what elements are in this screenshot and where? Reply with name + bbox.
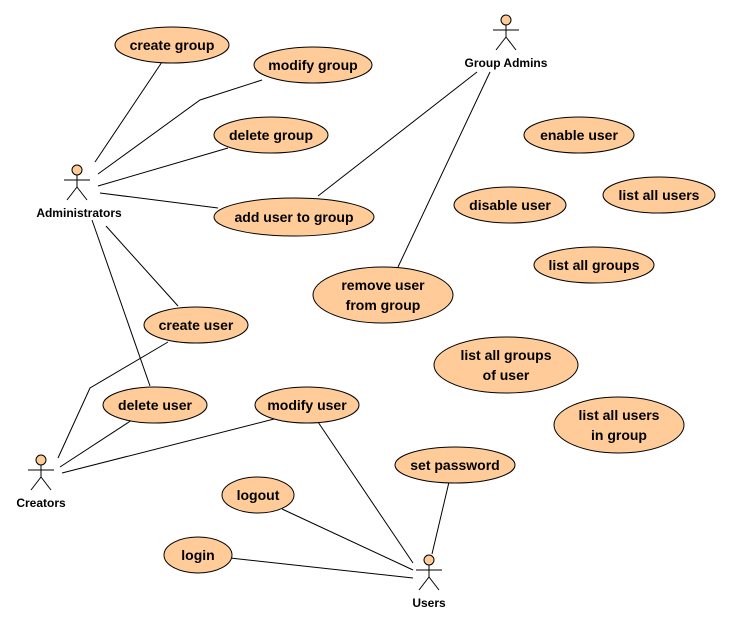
usecase-label: set password (410, 457, 499, 473)
usecase-add-user-to-group: add user to group (213, 197, 375, 237)
actor-administrators: Administrators (36, 164, 122, 220)
usecase-create-group: create group (114, 26, 230, 64)
usecase-ellipse (221, 476, 295, 514)
usecase-logout: logout (221, 476, 295, 514)
usecase-label: modify user (267, 397, 347, 413)
usecase-modify-user: modify user (254, 386, 360, 424)
usecase-label: create group (130, 37, 215, 53)
usecase-ellipse (533, 246, 655, 284)
associations (57, 61, 491, 579)
assoc-administrators-modify-group (97, 79, 263, 175)
usecase-list-all-groups: list all groups (533, 246, 655, 284)
usecase-label: of user (483, 367, 530, 383)
actor-users: Users (412, 554, 446, 610)
usecase-remove-user-from-group: remove user from group (312, 266, 454, 324)
assoc-creators-modify-user (61, 416, 283, 474)
usecase-ellipse (394, 446, 516, 484)
usecase-ellipse (114, 26, 230, 64)
usecase-ellipse (102, 386, 208, 424)
usecase-ellipse (213, 116, 329, 154)
stick-figure-icon (493, 14, 519, 51)
usecase-set-password: set password (394, 446, 516, 484)
actor-label-users: Users (412, 596, 446, 610)
usecase-ellipse (213, 197, 375, 237)
usecase-label: list all users (579, 407, 660, 423)
usecase-ellipse (553, 396, 685, 454)
stick-figure-icon (64, 164, 90, 201)
usecase-list-all-users-in-group: list all users in group (553, 396, 685, 454)
usecase-disable-user: disable user (453, 186, 567, 224)
assoc-groupadmins-add-user-to-group (317, 71, 478, 197)
usecase-delete-user: delete user (102, 386, 208, 424)
usecase-enable-user: enable user (523, 116, 635, 154)
usecase-ellipse (433, 336, 579, 394)
usecase-label: list all groups (548, 257, 639, 273)
usecase-label: remove user (341, 277, 425, 293)
assoc-administrators-add-user-to-group (99, 192, 219, 209)
actor-label-administrators: Administrators (36, 206, 122, 220)
usecase-list-all-users: list all users (602, 176, 716, 214)
assoc-administrators-create-group (94, 61, 163, 163)
stick-figure-icon (416, 554, 442, 591)
usecase-label: delete group (229, 127, 313, 143)
usecase-ellipse (312, 266, 454, 324)
usecase-label: from group (346, 297, 421, 313)
actor-group-admins: Group Admins (465, 14, 548, 70)
usecase-label: add user to group (235, 209, 354, 225)
usecase-ellipse (602, 176, 716, 214)
assoc-users-modify-user (317, 421, 414, 564)
usecase-ellipse (253, 46, 373, 84)
usecase-label: delete user (118, 397, 192, 413)
usecase-label: login (181, 547, 214, 563)
usecase-login: login (163, 536, 233, 574)
assoc-users-set-password (431, 481, 450, 555)
assoc-administrators-create-user (105, 225, 179, 307)
assoc-administrators-delete-user (91, 219, 151, 387)
usecase-label: disable user (469, 197, 551, 213)
usecase-ellipse (143, 306, 249, 344)
stick-figure-icon (28, 454, 54, 491)
usecase-delete-group: delete group (213, 116, 329, 154)
usecase-create-user: create user (143, 306, 249, 344)
actor-label-group-admins: Group Admins (465, 56, 548, 70)
usecase-label: enable user (540, 127, 618, 143)
actor-label-creators: Creators (16, 496, 66, 510)
usecase-ellipse (523, 116, 635, 154)
actor-creators: Creators (16, 454, 66, 510)
usecase-ellipse (453, 186, 567, 224)
usecase-modify-group: modify group (253, 46, 373, 84)
usecase-ellipse (163, 536, 233, 574)
usecase-label: modify group (268, 57, 357, 73)
usecase-label: list all groups (460, 347, 551, 363)
assoc-users-logout (281, 508, 414, 571)
assoc-creators-delete-user (59, 419, 133, 468)
usecase-label: logout (237, 487, 280, 503)
assoc-creators-create-user (57, 341, 169, 459)
assoc-administrators-delete-group (97, 147, 229, 187)
usecase-label: list all users (619, 187, 700, 203)
assoc-groupadmins-remove-user (397, 71, 491, 268)
usecase-label: in group (591, 427, 647, 443)
usecase-label: create user (159, 317, 234, 333)
usecase-list-all-groups-of-user: list all groups of user (433, 336, 579, 394)
usecase-ellipse (254, 386, 360, 424)
assoc-users-login (229, 557, 414, 579)
